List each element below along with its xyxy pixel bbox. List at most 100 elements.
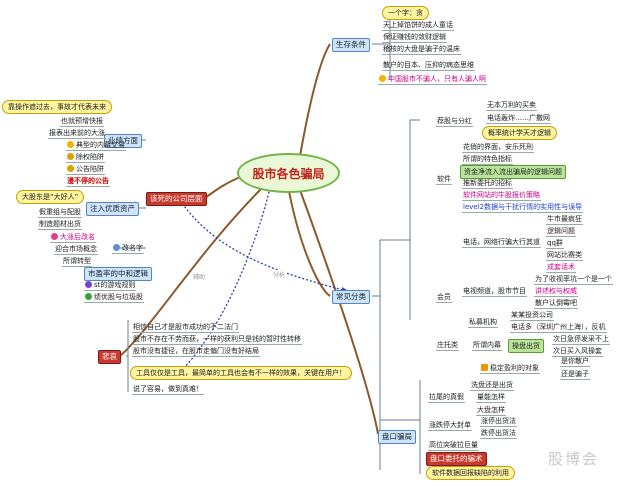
classify-tvshow: 电视频道，股市节目 bbox=[462, 287, 527, 297]
business-item: 除权陷阱 bbox=[66, 152, 105, 163]
soft-item: 所谓的特色指标 bbox=[462, 155, 513, 165]
trap-item: 是你散户 bbox=[560, 357, 590, 367]
classify-zhuang: 庄托类 bbox=[436, 341, 459, 351]
rule-item: 绩优股与垃圾股 bbox=[84, 292, 144, 303]
rename-item-label: 大涨后改名 bbox=[60, 233, 95, 241]
board-item: 涨跌停大封单 bbox=[428, 421, 472, 431]
tv-item: 为了收视率坑一个是一个 bbox=[534, 275, 613, 285]
business-note: 靠操作遮过去，事故才代表未来 bbox=[2, 100, 112, 114]
tv-item: 散户认倒霉吧 bbox=[534, 299, 578, 309]
survival-item-label: 中国股市不骗人，只有人骗人啊 bbox=[388, 75, 486, 83]
soft-item: 资金净流入流出骗局的逻辑问题 bbox=[460, 165, 566, 179]
board-item: 跌停出货法 bbox=[480, 429, 517, 439]
sad-item: 说了容易，做到真难！ bbox=[132, 385, 204, 395]
branch-board: 盘口骗局 bbox=[378, 430, 416, 444]
business-item: 也就预增快报 bbox=[60, 117, 104, 127]
inject-item: 制造题材出货 bbox=[38, 220, 82, 230]
branch-classify: 常见分类 bbox=[332, 290, 370, 304]
classify-private: 私募机构 bbox=[468, 318, 498, 328]
business-item-label: 除权陷阱 bbox=[76, 153, 104, 161]
sad-item: 股市不存在不劳而获，一样的获利只是钱的暂时性转移 bbox=[132, 335, 302, 345]
rule-item-label: 绩优股与垃圾股 bbox=[94, 293, 143, 301]
watermark: 股博会 bbox=[548, 450, 600, 468]
central-topic-label: 股市各色骗局 bbox=[252, 166, 325, 181]
tv-item: 讲述权与权威 bbox=[534, 287, 578, 297]
phone-item: qq群 bbox=[546, 239, 564, 249]
rename-item: 所谓转型 bbox=[62, 257, 92, 267]
private-item: 某某投资公司 bbox=[510, 311, 554, 321]
classify-phone: 电话，网络行骗大行其道 bbox=[462, 238, 541, 248]
company-inject: 注入优质资产 bbox=[86, 202, 139, 216]
business-item-label: 公告陷阱 bbox=[76, 165, 104, 173]
business-item: 漫不停的公告 bbox=[66, 177, 110, 187]
survival-item: 保证赚钱的敛财逻辑 bbox=[382, 33, 447, 43]
trap-item: 还是骗子 bbox=[560, 370, 590, 380]
stock-item: 无本万利的买卖 bbox=[486, 101, 537, 111]
flag-icon bbox=[85, 281, 92, 288]
warning-icon bbox=[481, 364, 488, 371]
inject-item: 假重组与配股 bbox=[38, 208, 82, 218]
bulb-icon bbox=[67, 165, 74, 172]
board-item: 盘口委托的骗术 bbox=[426, 452, 487, 466]
classify-stock: 荐股与分红 bbox=[436, 117, 473, 127]
smile-icon bbox=[379, 75, 386, 82]
rule-item: st的游戏规则 bbox=[84, 280, 137, 291]
survival-item: 散户的目本、压抑的病态思维 bbox=[382, 61, 475, 71]
company-rule: 市盈率的中和逻辑 bbox=[84, 267, 152, 281]
board-item: 大盘怎样 bbox=[476, 406, 506, 416]
soft-item: 推新委托的招标 bbox=[462, 179, 513, 189]
phone-item: 牛市最疯狂 bbox=[546, 215, 583, 225]
board-item: 高位突破拉巨量 bbox=[428, 441, 479, 451]
board-item: 软件数据回报缺陷的利用 bbox=[426, 466, 515, 480]
board-item: 涨停出货法 bbox=[480, 417, 517, 427]
sad-item: 相信自己才是股市成功的不二法门 bbox=[132, 323, 239, 333]
survival-item: 天上掉馅饼的成人童话 bbox=[382, 21, 454, 31]
internal-item: 次日急停发采不上 bbox=[552, 335, 610, 345]
star-icon bbox=[51, 233, 58, 240]
classify-trap-label: 稳定盈利的对象 bbox=[490, 364, 539, 372]
central-topic: 股市各色骗局 bbox=[237, 153, 340, 193]
survival-item: 中国股市不骗人，只有人骗人啊 bbox=[378, 74, 487, 85]
rename-item: 大涨后改名 bbox=[50, 232, 96, 243]
sad-item: 股市没有捷径，在股市走偏门没有好结局 bbox=[132, 347, 260, 357]
board-item: 量能怎样 bbox=[476, 393, 506, 403]
business-item: 公告陷阱 bbox=[66, 164, 105, 175]
classify-member: 会员 bbox=[436, 293, 452, 303]
bulb-icon bbox=[67, 153, 74, 160]
soft-item: 花俏的界面，安乐死刑 bbox=[462, 143, 534, 153]
internal-tag: 操盘出货 bbox=[508, 339, 544, 353]
check-icon bbox=[85, 293, 92, 300]
refresh-icon bbox=[113, 244, 120, 251]
company-rename-label: 改名字 bbox=[122, 244, 143, 252]
internal-item: 次日买入风操套 bbox=[552, 347, 603, 357]
business-item: 典型的内幕交易 bbox=[66, 140, 126, 151]
private-item: 电话多（深圳广州上海），反机 bbox=[510, 323, 607, 333]
rule-item-label: st的游戏规则 bbox=[94, 281, 136, 289]
classify-trap: 稳定盈利的对象 bbox=[480, 363, 540, 374]
branch-sad: 悲哀 bbox=[98, 350, 121, 364]
soft-item: 软件网站的牛股报价策略 bbox=[462, 191, 541, 201]
phone-item: 成套话术 bbox=[546, 263, 576, 273]
company-rename: 改名字 bbox=[112, 243, 144, 254]
board-item: 拉尾的真假 bbox=[428, 393, 465, 403]
business-item: 报表出来前的大涨 bbox=[48, 129, 106, 139]
branch-survival: 生存条件 bbox=[332, 38, 370, 52]
classify-internal: 所谓内幕 bbox=[472, 341, 502, 351]
bulb-icon bbox=[67, 141, 74, 148]
soft-item: level2数据与干扰行情的实用性与误导 bbox=[462, 203, 584, 213]
stock-item: 电话轰炸……广撒网 bbox=[486, 114, 551, 124]
sad-item: 工具仅仅是工具，最简单的工具也会有不一样的效果，关键在用户！ bbox=[130, 366, 352, 380]
business-item-label: 典型的内幕交易 bbox=[76, 141, 125, 149]
survival-item: 稽核的大盘是骗子的温床 bbox=[382, 45, 461, 55]
rename-item: 迎合市场概念 bbox=[54, 245, 98, 255]
company-business: 业绩方面 bbox=[104, 134, 142, 148]
branch-company: 该死的公司层面 bbox=[146, 192, 207, 206]
classify-soft: 软件 bbox=[436, 175, 452, 185]
board-item: 洗盘还是出货 bbox=[470, 381, 514, 391]
stock-item: 概率统计学天才逻辑 bbox=[482, 126, 557, 140]
survival-item: 一个字：贪 bbox=[382, 6, 429, 20]
link-label: 辅助 bbox=[192, 272, 207, 281]
phone-item: 网站比赛类 bbox=[546, 251, 583, 261]
inject-note: 大股东是“大好人” bbox=[16, 190, 85, 204]
